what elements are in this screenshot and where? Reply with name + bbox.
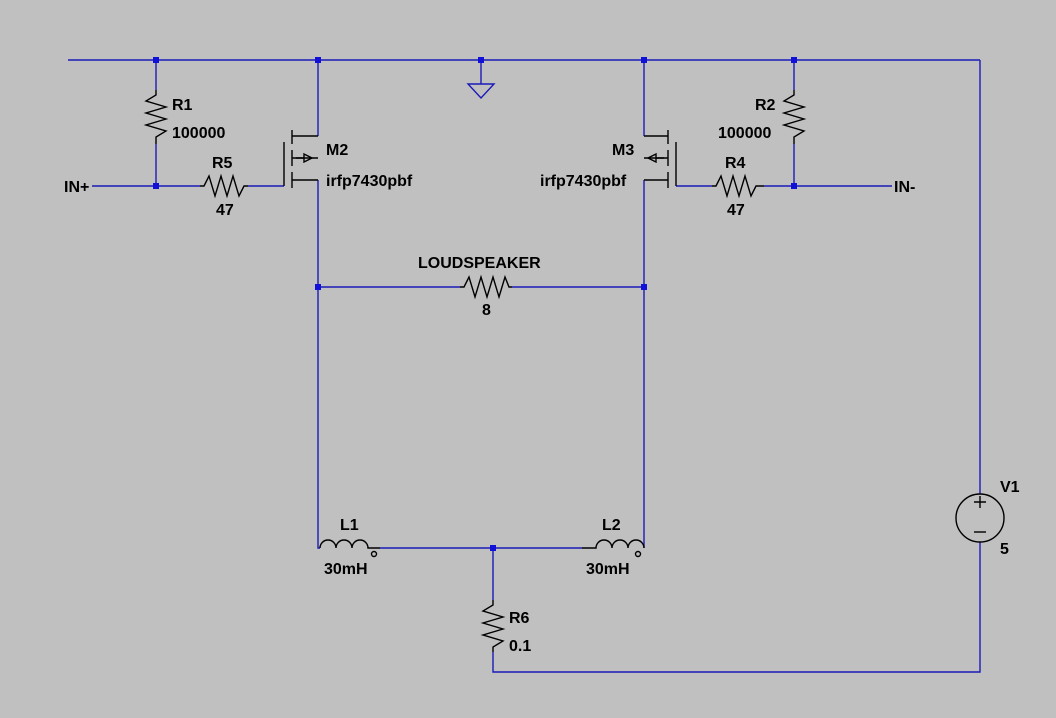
r5-value-label: 47 — [216, 202, 234, 219]
net-label-in-plus: IN+ — [64, 179, 89, 196]
mosfet-m3[interactable]: M3 irfp7430pbf — [540, 130, 677, 190]
r1-value-label: 100000 — [172, 125, 225, 142]
r6-value-label: 0.1 — [509, 638, 531, 655]
resistor-r2-body — [781, 90, 807, 144]
loudspeaker-body — [460, 274, 512, 300]
m2-terminals — [292, 135, 318, 181]
l1-value-label: 30mH — [324, 561, 368, 578]
resistor-loudspeaker[interactable]: LOUDSPEAKER 8 — [418, 255, 541, 319]
v1-name-label: V1 — [1000, 479, 1020, 496]
m2-arrow — [296, 152, 314, 164]
loudspeaker-name-label: LOUDSPEAKER — [418, 255, 541, 272]
v1-circle — [955, 493, 1005, 543]
r4-name-label: R4 — [725, 155, 746, 172]
r1-name-label: R1 — [172, 97, 193, 114]
junction-dot — [315, 57, 321, 63]
l2-name-label: L2 — [602, 517, 621, 534]
wire-v1-bottom — [492, 542, 981, 673]
r6-name-label: R6 — [509, 610, 530, 627]
l2-coil — [582, 539, 645, 549]
junction-dot — [490, 545, 496, 551]
resistor-r1[interactable]: R1 100000 — [143, 90, 225, 144]
resistor-r5-body — [200, 173, 248, 199]
resistor-r4-body — [712, 173, 764, 199]
resistor-r6-body — [480, 600, 506, 652]
m3-arrow — [646, 152, 664, 164]
resistor-r5[interactable]: R5 47 — [200, 155, 248, 219]
voltage-source-v1[interactable]: V1 5 — [955, 479, 1020, 558]
m2-model-label: irfp7430pbf — [326, 173, 413, 190]
resistor-r2[interactable]: R2 100000 — [718, 90, 807, 144]
net-label-in-minus: IN- — [894, 179, 915, 196]
r2-name-label: R2 — [755, 97, 776, 114]
inductor-l1[interactable]: L1 30mH — [319, 517, 380, 578]
junction-dot — [153, 183, 159, 189]
l1-coil — [319, 539, 380, 549]
l1-name-label: L1 — [340, 517, 359, 534]
v1-value-label: 5 — [1000, 541, 1009, 558]
junction-dot — [791, 57, 797, 63]
wires — [68, 59, 981, 673]
junction-dot — [791, 183, 797, 189]
r4-value-label: 47 — [727, 202, 745, 219]
junction-dot — [478, 57, 484, 63]
inductor-l2[interactable]: L2 30mH — [582, 517, 645, 578]
m3-name-label: M3 — [612, 142, 634, 159]
r2-value-label: 100000 — [718, 125, 771, 142]
junction-dot — [641, 57, 647, 63]
l1-polarity-dot — [370, 550, 378, 558]
resistor-r4[interactable]: R4 47 — [712, 155, 764, 219]
loudspeaker-value-label: 8 — [482, 302, 491, 319]
l2-value-label: 30mH — [586, 561, 630, 578]
mosfet-m2[interactable]: M2 irfp7430pbf — [283, 130, 413, 190]
junction-dot — [641, 284, 647, 290]
r5-name-label: R5 — [212, 155, 233, 172]
m2-name-label: M2 — [326, 142, 348, 159]
l2-polarity-dot — [634, 550, 642, 558]
ground-symbol — [466, 83, 496, 100]
junction-dot — [153, 57, 159, 63]
resistor-r6[interactable]: R6 0.1 — [480, 600, 531, 655]
junction-dot — [315, 284, 321, 290]
junctions — [153, 57, 797, 551]
resistor-r1-body — [143, 90, 169, 144]
v1-plus-sign — [974, 496, 986, 508]
m3-model-label: irfp7430pbf — [540, 173, 627, 190]
wire-m2-source — [317, 180, 320, 549]
